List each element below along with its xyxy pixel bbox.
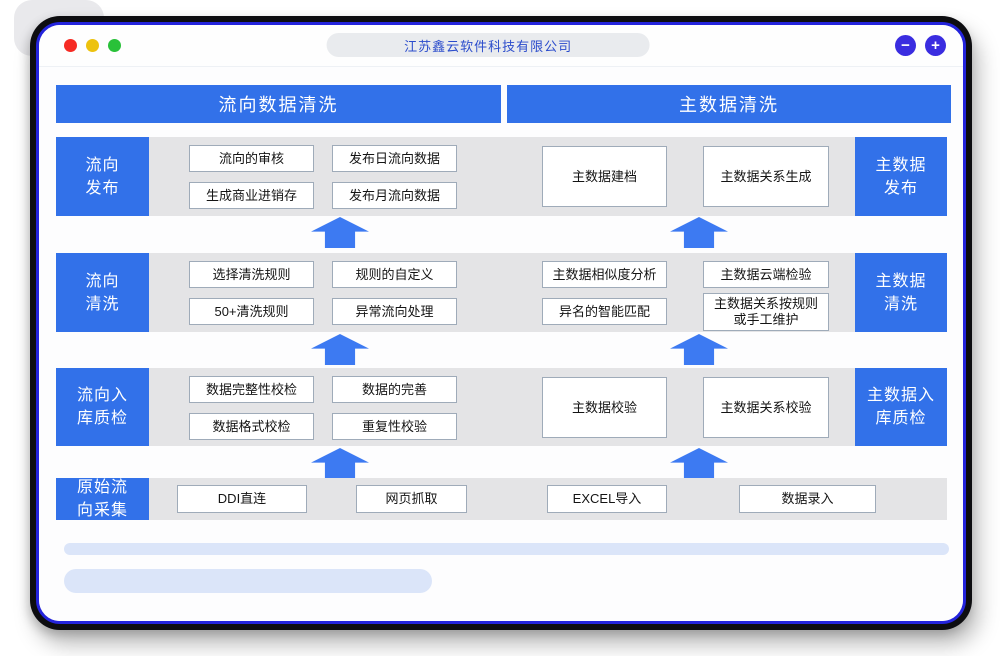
process-box[interactable]: DDI直连 xyxy=(177,485,307,513)
diagram-canvas: 流向数据清洗 主数据清洗 流向 发布 流向的审核 生成商业进销存 发布日流向数据… xyxy=(39,67,963,621)
stage-label-master-publish: 主数据 发布 xyxy=(855,137,947,216)
process-box[interactable]: 主数据关系按规则 或手工维护 xyxy=(703,293,829,331)
app-window: 江苏鑫云软件科技有限公司 − + 流向数据清洗 主数据清洗 流向 发布 流向的审… xyxy=(30,16,972,630)
process-box[interactable]: 主数据关系校验 xyxy=(703,377,829,438)
process-box[interactable]: 发布日流向数据 xyxy=(332,145,457,172)
up-arrow-icon xyxy=(670,217,728,248)
skeleton-bar xyxy=(64,569,432,593)
up-arrow-icon xyxy=(670,448,728,479)
zoom-out-button[interactable]: − xyxy=(895,35,916,56)
row-flow-publish: 流向 发布 流向的审核 生成商业进销存 发布日流向数据 发布月流向数据 主数据建… xyxy=(39,137,963,216)
process-box[interactable]: 主数据校验 xyxy=(542,377,667,438)
process-box[interactable]: 生成商业进销存 xyxy=(189,182,314,209)
window-content: 江苏鑫云软件科技有限公司 − + 流向数据清洗 主数据清洗 流向 发布 流向的审… xyxy=(36,22,966,624)
process-box[interactable]: 数据录入 xyxy=(739,485,876,513)
stage-label-flow-publish: 流向 发布 xyxy=(56,137,149,216)
process-box[interactable]: 主数据相似度分析 xyxy=(542,261,667,288)
process-box[interactable]: 异名的智能匹配 xyxy=(542,298,667,325)
process-box[interactable]: 流向的审核 xyxy=(189,145,314,172)
process-box[interactable]: 50+清洗规则 xyxy=(189,298,314,325)
zoom-in-button[interactable]: + xyxy=(925,35,946,56)
up-arrow-icon xyxy=(670,334,728,365)
minimize-button[interactable] xyxy=(86,39,99,52)
titlebar: 江苏鑫云软件科技有限公司 − + xyxy=(39,25,963,67)
process-box[interactable]: 异常流向处理 xyxy=(332,298,457,325)
stage-label-master-qc: 主数据入 库质检 xyxy=(855,368,947,446)
close-button[interactable] xyxy=(64,39,77,52)
up-arrow-icon xyxy=(311,217,369,248)
stage-label-flow-qc: 流向入 库质检 xyxy=(56,368,149,446)
header-flow-data-cleaning: 流向数据清洗 xyxy=(56,85,501,123)
maximize-button[interactable] xyxy=(108,39,121,52)
skeleton-bar xyxy=(64,543,949,555)
traffic-lights xyxy=(64,39,121,52)
process-box[interactable]: 数据完整性校检 xyxy=(189,376,314,403)
stage-label-master-cleaning: 主数据 清洗 xyxy=(855,253,947,332)
header-master-data-cleaning: 主数据清洗 xyxy=(507,85,951,123)
process-box[interactable]: 选择清洗规则 xyxy=(189,261,314,288)
process-box[interactable]: 主数据关系生成 xyxy=(703,146,829,207)
process-box[interactable]: 主数据云端检验 xyxy=(703,261,829,288)
zoom-controls: − + xyxy=(895,35,946,56)
up-arrow-icon xyxy=(311,448,369,479)
window-title: 江苏鑫云软件科技有限公司 xyxy=(326,33,650,57)
process-box[interactable]: EXCEL导入 xyxy=(547,485,667,513)
process-box[interactable]: 规则的自定义 xyxy=(332,261,457,288)
process-box[interactable]: 数据格式校检 xyxy=(189,413,314,440)
process-box[interactable]: 数据的完善 xyxy=(332,376,457,403)
process-box[interactable]: 主数据建档 xyxy=(542,146,667,207)
row-flow-cleaning: 流向 清洗 选择清洗规则 50+清洗规则 规则的自定义 异常流向处理 主数据相似… xyxy=(39,253,963,332)
process-box[interactable]: 网页抓取 xyxy=(356,485,467,513)
stage-label-flow-cleaning: 流向 清洗 xyxy=(56,253,149,332)
row-raw-flow-collection: 原始流 向采集 DDI直连 网页抓取 EXCEL导入 数据录入 xyxy=(39,478,963,520)
up-arrow-icon xyxy=(311,334,369,365)
process-box[interactable]: 发布月流向数据 xyxy=(332,182,457,209)
row-flow-quality-check: 流向入 库质检 数据完整性校检 数据格式校检 数据的完善 重复性校验 主数据校验… xyxy=(39,368,963,446)
stage-label-raw-collection: 原始流 向采集 xyxy=(56,478,149,520)
process-box[interactable]: 重复性校验 xyxy=(332,413,457,440)
